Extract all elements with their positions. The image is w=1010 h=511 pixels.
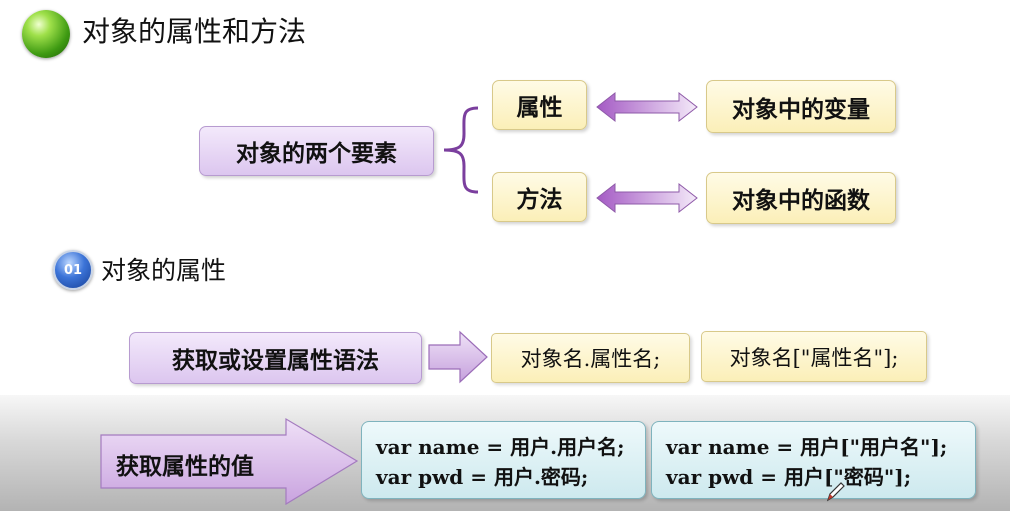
dot-example-line-1: var name = 用户.用户名; [376,435,625,459]
method-box: 方法 [492,172,587,222]
object-elements-box: 对象的两个要素 [199,126,434,176]
get-value-arrow-shape [100,417,359,506]
right-arrow-icon-syntax [428,330,488,384]
section-number-badge: 01 [53,250,93,290]
get-value-label: 获取属性的值 [116,454,254,480]
double-arrow-icon-property [596,91,698,123]
section-title: 对象的属性 [101,256,227,285]
property-box: 属性 [492,80,587,130]
curly-bracket-icon [443,106,479,194]
bracket-example-line-2: var pwd = 用户["密码"]; [666,465,912,489]
dot-example-line-2: var pwd = 用户.密码; [376,465,589,489]
syntax-bracket-notation-box: 对象名["属性名"]; [701,331,927,382]
slide-title: 对象的属性和方法 [82,15,307,48]
bracket-example-line-1: var name = 用户["用户名"]; [666,435,948,459]
property-description-box: 对象中的变量 [706,80,896,133]
pen-cursor-icon [826,482,845,502]
dot-notation-example-box: var name = 用户.用户名; var pwd = 用户.密码; [361,421,646,499]
bracket-notation-example-box: var name = 用户["用户名"]; var pwd = 用户["密码"]… [651,421,976,499]
double-arrow-icon-method [596,182,698,214]
syntax-dot-notation-box: 对象名.属性名; [491,333,690,383]
method-description-box: 对象中的函数 [706,172,896,224]
syntax-label-box: 获取或设置属性语法 [129,332,422,384]
green-bullet-icon [22,10,70,58]
